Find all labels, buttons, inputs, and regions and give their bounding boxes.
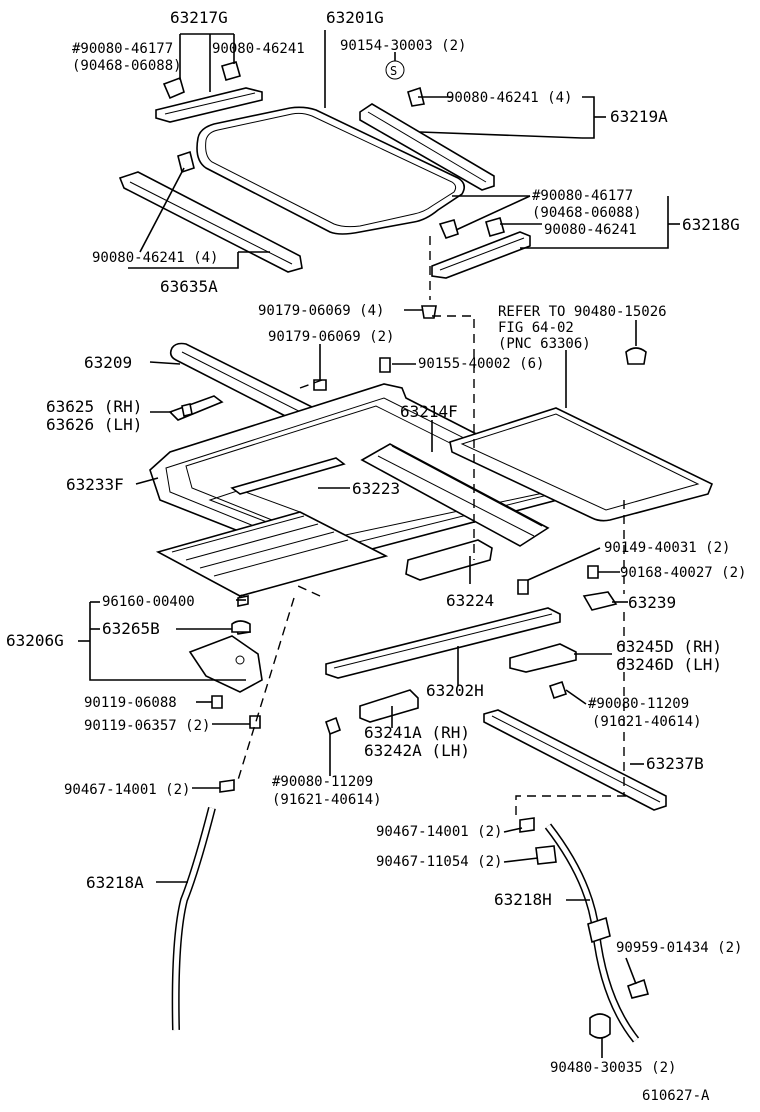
label-group: 63217G #90080-46177 (90468-06088) 90080-… <box>6 8 746 1104</box>
label-63239: 63239 <box>628 593 676 612</box>
label-63218H: 63218H <box>494 890 552 909</box>
label-63217G: 63217G <box>170 8 228 27</box>
part-63223-link <box>230 457 346 495</box>
part-90480-15026-grommet <box>625 347 647 365</box>
label-90080-11209-a: #90080-11209 <box>588 696 689 712</box>
label-90080-46241-4b: 90080-46241 (4) <box>92 250 218 266</box>
label-63223: 63223 <box>352 479 400 498</box>
label-63201G: 63201G <box>326 8 384 27</box>
part-63214F-shade <box>360 443 550 547</box>
part-63635A-bar <box>118 150 303 273</box>
label-90080-46241-a: 90080-46241 <box>212 41 305 57</box>
label-63265B: 63265B <box>102 619 160 638</box>
label-63635A: 63635A <box>160 277 218 296</box>
label-90168-40027: 90168-40027 (2) <box>620 565 746 581</box>
label-63224: 63224 <box>446 591 494 610</box>
label-90179-06069-4: 90179-06069 (4) <box>258 303 384 319</box>
label-63242A-lh: 63242A (LH) <box>364 741 470 760</box>
label-90080-46241-b: 90080-46241 <box>544 222 637 238</box>
label-63218G: 63218G <box>682 215 740 234</box>
label-63245D-rh: 63245D (RH) <box>616 637 722 656</box>
label-refer-1: REFER TO 90480-15026 <box>498 304 667 320</box>
label-63202H: 63202H <box>426 681 484 700</box>
label-90467-14001-a: 90467-14001 (2) <box>64 782 190 798</box>
leader-lines <box>78 30 680 1058</box>
part-63217G-bracket <box>155 61 263 123</box>
label-63241A-rh: 63241A (RH) <box>364 723 470 742</box>
label-90149-40031: 90149-40031 (2) <box>604 540 730 556</box>
label-90480-30035: 90480-30035 (2) <box>550 1060 676 1076</box>
label-refer-3: (PNC 63306) <box>498 336 591 352</box>
part-63245D-bracket <box>509 643 577 673</box>
label-63206G: 63206G <box>6 631 64 650</box>
part-sunroof-housing-panel <box>449 407 714 522</box>
label-63625-rh: 63625 (RH) <box>46 397 142 416</box>
part-63219A-bar <box>359 86 495 191</box>
part-rails-assembly <box>155 511 389 597</box>
label-91621-40614-b: (91621-40614) <box>272 792 382 808</box>
part-63218A-hose <box>171 779 235 1031</box>
label-96160-00400: 96160-00400 <box>102 594 195 610</box>
part-63218G-bracket <box>431 217 531 279</box>
label-63233F: 63233F <box>66 475 124 494</box>
part-90179-06069-clip <box>421 305 437 319</box>
label-91621-40614-a: (91621-40614) <box>592 714 702 730</box>
part-63218H-hose <box>544 823 640 1043</box>
label-63246D-lh: 63246D (LH) <box>616 655 722 674</box>
label-63218A: 63218A <box>86 873 144 892</box>
label-63214F: 63214F <box>400 402 458 421</box>
label-90467-14001-b: 90467-14001 (2) <box>376 824 502 840</box>
label-90080-11209-b: #90080-11209 <box>272 774 373 790</box>
label-90467-11054: 90467-11054 (2) <box>376 854 502 870</box>
label-90080-46241-4a: 90080-46241 (4) <box>446 90 572 106</box>
part-63201G-weatherstrip <box>196 106 466 235</box>
label-90468-06088-b: (90468-06088) <box>532 205 642 221</box>
label-90468-06088-a: (90468-06088) <box>72 58 182 74</box>
label-90155-40002: 90155-40002 (6) <box>418 356 544 372</box>
label-90179-06069-2: 90179-06069 (2) <box>268 329 394 345</box>
label-90080-46177-b: #90080-46177 <box>532 188 633 204</box>
dashed-guides <box>237 236 626 820</box>
figure-id: 610627-A <box>642 1088 710 1104</box>
part-63237B-bar <box>483 709 667 811</box>
label-63209: 63209 <box>84 353 132 372</box>
label-63237B: 63237B <box>646 754 704 773</box>
label-90154-30003: 90154-30003 (2) <box>340 38 466 54</box>
part-63625-bracket <box>168 395 224 421</box>
label-s-mark: S <box>390 64 397 78</box>
clamps-group <box>519 817 649 1039</box>
label-63219A: 63219A <box>610 107 668 126</box>
label-63626-lh: 63626 (LH) <box>46 415 142 434</box>
label-refer-2: FIG 64-02 <box>498 320 574 336</box>
label-90119-06357: 90119-06357 (2) <box>84 718 210 734</box>
small-parts-group <box>231 595 251 633</box>
part-63224-block <box>405 539 493 581</box>
label-90080-46177-a: #90080-46177 <box>72 41 173 57</box>
label-90119-06088: 90119-06088 <box>84 695 177 711</box>
part-63239-bracket <box>582 591 618 611</box>
part-63206G-motor <box>188 594 263 693</box>
part-63241A-bracket <box>359 689 419 723</box>
part-63202H-rail <box>325 607 561 679</box>
label-90959-01434: 90959-01434 (2) <box>616 940 742 956</box>
